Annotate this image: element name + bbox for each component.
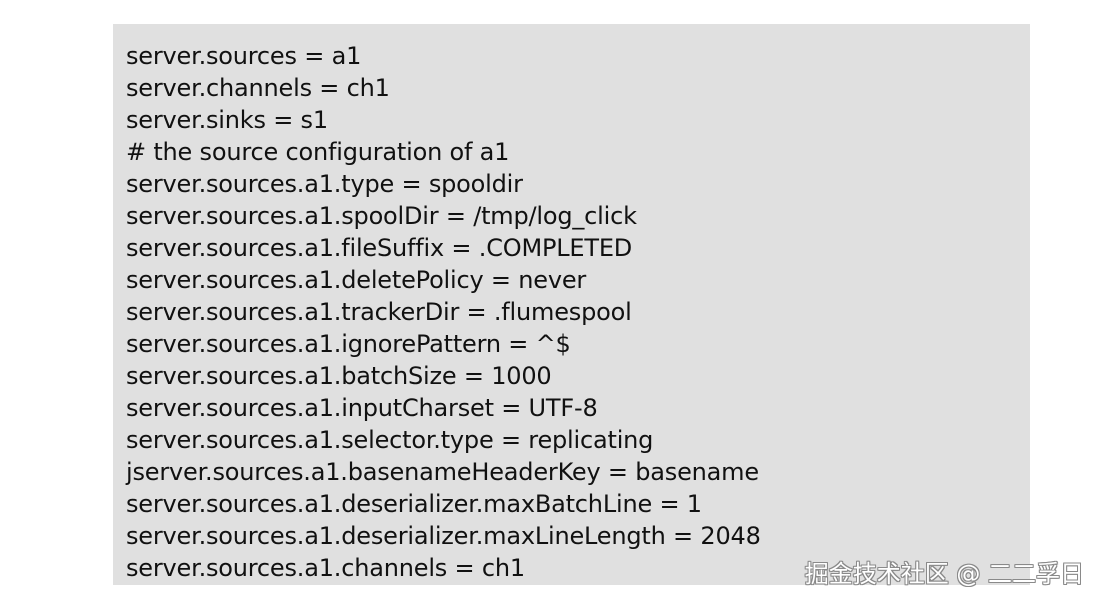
code-line: server.sources.a1.batchSize = 1000 (126, 362, 552, 390)
code-line: server.sources.a1.ignorePattern = ^$ (126, 330, 571, 358)
code-line: jserver.sources.a1.basenameHeaderKey = b… (126, 458, 759, 486)
code-line: server.sources.a1.deserializer.maxLineLe… (126, 522, 761, 550)
code-line: server.sinks = s1 (126, 106, 328, 134)
code-line: server.sources = a1 (126, 42, 362, 70)
code-line: server.sources.a1.channels = ch1 (126, 554, 525, 582)
code-line: server.sources.a1.type = spooldir (126, 170, 523, 198)
code-line: server.sources.a1.selector.type = replic… (126, 426, 654, 454)
code-line: server.sources.a1.trackerDir = .flumespo… (126, 298, 632, 326)
watermark: 掘金技术社区 @ 二二孚日 (804, 560, 1084, 588)
code-line: server.sources.a1.deserializer.maxBatchL… (126, 490, 702, 518)
code-comment-line: # the source configuration of a1 (126, 138, 510, 166)
code-line: server.sources.a1.fileSuffix = .COMPLETE… (126, 234, 633, 262)
code-line: server.channels = ch1 (126, 74, 390, 102)
code-line: server.sources.a1.deletePolicy = never (126, 266, 587, 294)
code-block: server.sources = a1 server.channels = ch… (113, 24, 1030, 585)
code-line: server.sources.a1.inputCharset = UTF-8 (126, 394, 598, 422)
code-line: server.sources.a1.spoolDir = /tmp/log_cl… (126, 202, 637, 230)
